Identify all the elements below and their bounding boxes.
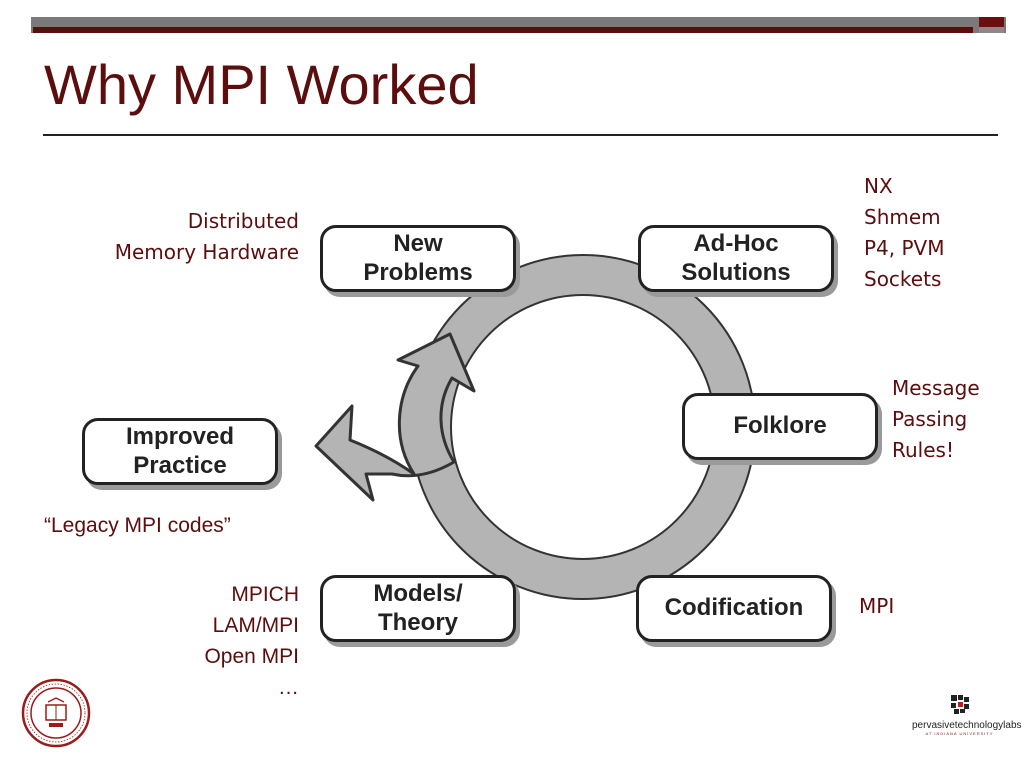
note-distributed-memory: Distributed Memory Hardware: [114, 209, 299, 264]
cycle-arrow-icon: [314, 332, 476, 502]
box-ad-hoc-solutions: Ad-Hoc Solutions: [638, 225, 834, 292]
box-models-theory: Models/ Theory: [320, 575, 516, 642]
ptl-brand-text: pervasivetechnologylabs: [912, 720, 1022, 731]
slide-title: Why MPI Worked: [44, 53, 479, 116]
note-folklore-examples: Message Passing Rules!: [892, 376, 980, 462]
box-codification: Codification: [636, 575, 832, 642]
note-ad-hoc-examples: NX Shmem P4, PVM Sockets: [864, 174, 945, 291]
note-implementations: MPICH LAM/MPI Open MPI …: [204, 583, 299, 699]
university-seal-icon: [21, 678, 91, 748]
ptl-logo: pervasivetechnologylabs AT INDIANA UNIVE…: [912, 693, 1022, 736]
note-codification-example: MPI: [859, 594, 895, 618]
box-folklore: Folklore: [682, 393, 878, 460]
title-divider: [43, 134, 998, 136]
box-new-problems: New Problems: [320, 225, 516, 292]
ptl-sub-text: AT INDIANA UNIVERSITY: [925, 731, 994, 736]
box-improved-practice: Improved Practice: [82, 418, 278, 485]
ptl-mark-icon: [950, 695, 969, 714]
note-legacy-codes: “Legacy MPI codes”: [44, 514, 231, 537]
